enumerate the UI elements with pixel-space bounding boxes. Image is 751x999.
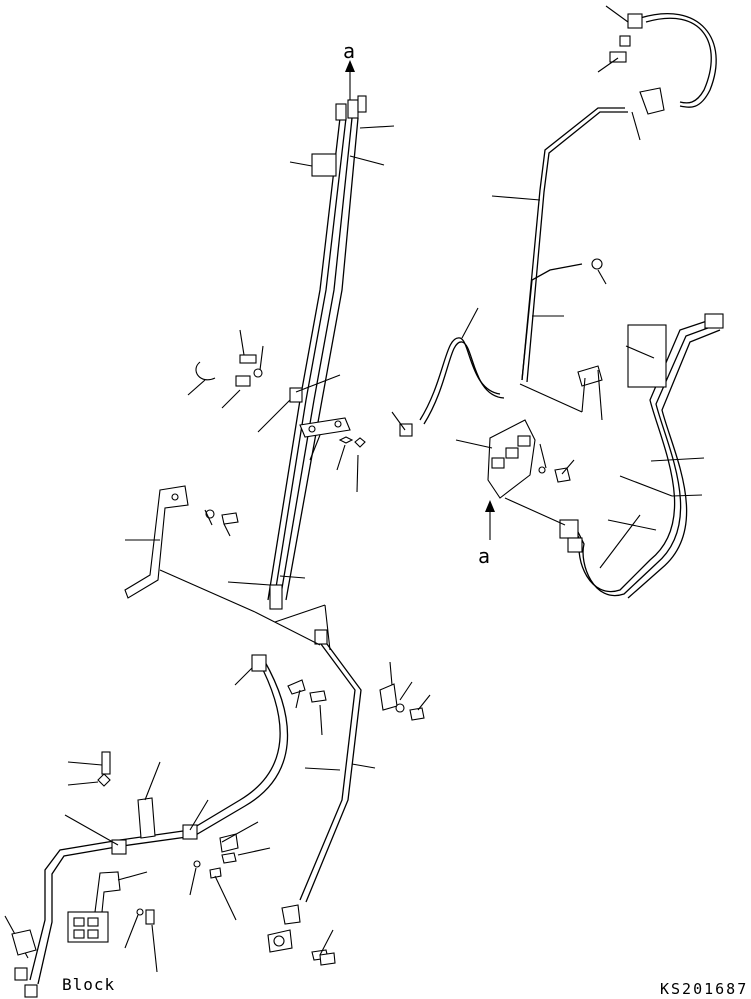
block-label: Block — [62, 975, 115, 994]
left-leader-lines — [4, 125, 431, 973]
arrow-a-top: a — [343, 39, 355, 100]
arrow-a-bottom-label: a — [478, 544, 490, 568]
right-leader-lines — [391, 5, 705, 569]
lower-pipes — [14, 629, 425, 998]
middle-clamp — [195, 354, 366, 448]
drawing-code: KS201687 — [660, 980, 748, 998]
arrow-a-top-label: a — [343, 39, 355, 63]
arrow-a-bottom: a — [478, 500, 495, 568]
left-bracket — [124, 485, 239, 599]
left-pipe-bundle — [267, 95, 367, 610]
right-hose-assembly — [399, 12, 724, 599]
